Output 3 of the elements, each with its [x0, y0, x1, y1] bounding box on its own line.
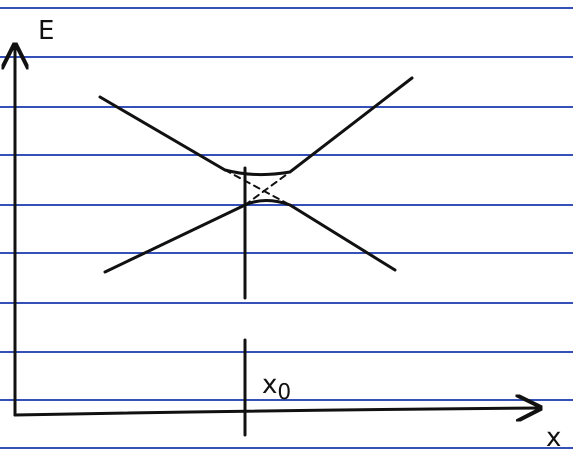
axis-label: E [38, 18, 54, 44]
axis-label: x [546, 425, 562, 451]
position-label: x$_{0}$ [262, 372, 292, 404]
